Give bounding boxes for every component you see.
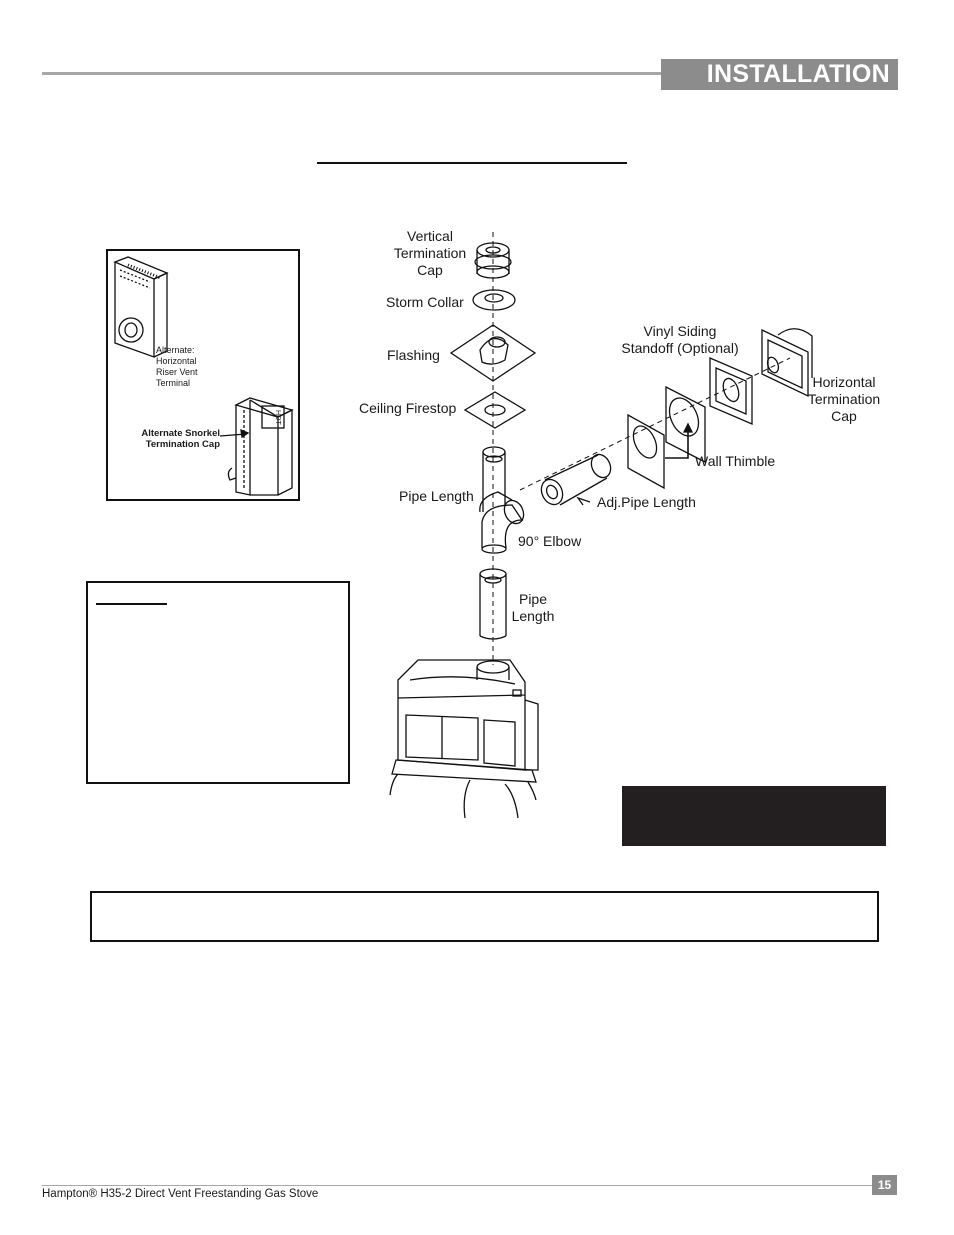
elbow-drawing bbox=[479, 491, 525, 554]
snorkel-hot-tag: HOT bbox=[274, 410, 281, 425]
flashing-label: Flashing bbox=[387, 347, 440, 363]
note-heading-underline bbox=[96, 603, 167, 605]
ceiling-firestop-drawing bbox=[463, 391, 527, 429]
footer-doc-title: Hampton® H35-2 Direct Vent Freestanding … bbox=[42, 1188, 319, 1200]
storm-collar-drawing bbox=[472, 289, 516, 311]
pipe-length-lower-label: Pipe Length bbox=[511, 591, 555, 624]
dark-callout-box bbox=[622, 786, 886, 846]
adjustable-pipe-drawing bbox=[540, 453, 612, 506]
adj-pipe-arrow bbox=[576, 496, 591, 506]
section-title: INSTALLATION bbox=[661, 59, 898, 90]
vinyl-standoff-drawing bbox=[709, 357, 753, 425]
horizontal-termination-cap-drawing bbox=[761, 328, 813, 398]
note-box bbox=[86, 581, 350, 784]
wall-thimble-drawing bbox=[627, 385, 706, 490]
lower-pipe-drawing bbox=[479, 568, 507, 640]
wall-thimble-label: Wall Thimble bbox=[695, 453, 776, 469]
horizontal-termination-cap-label: Horizontal Termination Cap bbox=[807, 374, 881, 424]
storm-collar-label: Storm Collar bbox=[386, 294, 464, 310]
vertical-termination-cap-drawing bbox=[474, 242, 512, 279]
alternate-terminations-inset bbox=[106, 249, 300, 501]
alt-riser-label: Alternate: Horizontal Riser Vent Termina… bbox=[156, 345, 198, 388]
wide-notice-box bbox=[90, 891, 879, 942]
vertical-termination-cap-label: Vertical Termination Cap bbox=[393, 228, 467, 278]
flashing-drawing bbox=[449, 324, 537, 382]
section-heading-underline bbox=[317, 162, 627, 164]
elbow-label: 90° Elbow bbox=[518, 533, 582, 549]
snorkel-termination-drawing bbox=[219, 397, 294, 496]
riser-vent-terminal-drawing bbox=[113, 256, 169, 358]
page-number: 15 bbox=[872, 1175, 897, 1195]
footer-rule bbox=[42, 1185, 872, 1186]
vinyl-siding-standoff-label: Vinyl Siding Standoff (Optional) bbox=[621, 323, 739, 356]
header-rule bbox=[42, 72, 662, 75]
adj-pipe-length-label: Adj.Pipe Length bbox=[597, 494, 696, 510]
upper-pipe-drawing bbox=[482, 446, 506, 512]
stove-drawing bbox=[389, 659, 539, 819]
ceiling-firestop-label: Ceiling Firestop bbox=[359, 400, 457, 416]
alt-snorkel-label: Alternate Snorkel Termination Cap bbox=[141, 428, 220, 450]
pipe-length-upper-label: Pipe Length bbox=[399, 488, 474, 504]
horizontal-centerline bbox=[519, 357, 791, 491]
